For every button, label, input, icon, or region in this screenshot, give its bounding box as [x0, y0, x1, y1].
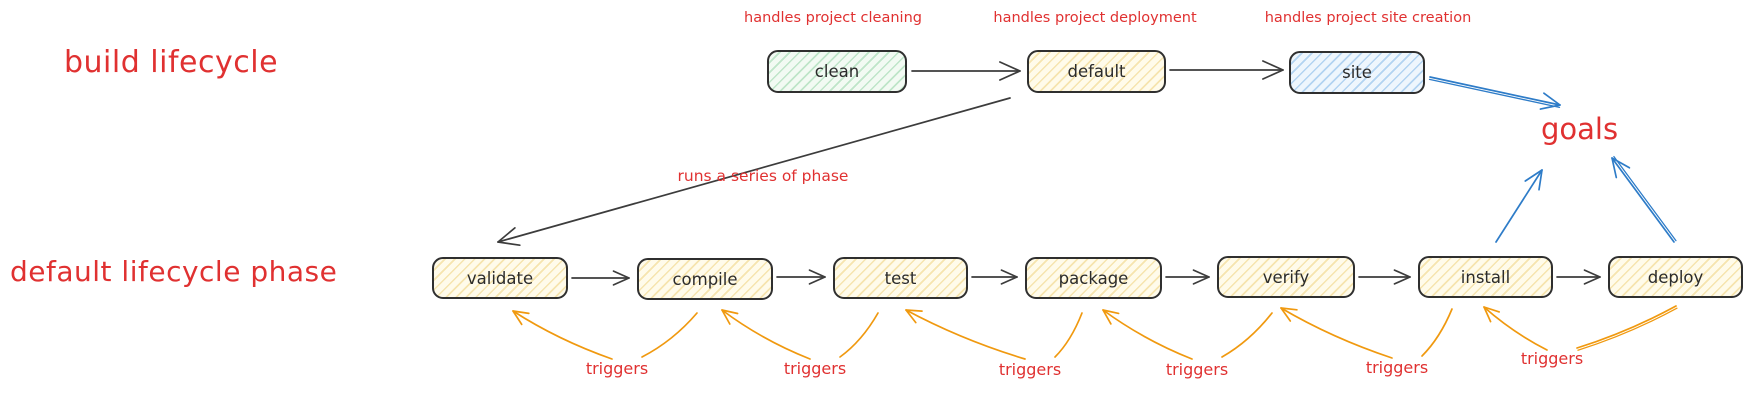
triggers-label-2: triggers	[783, 359, 847, 378]
phase-test-label: test	[884, 268, 917, 288]
node-default: default	[1027, 50, 1166, 93]
node-clean-label: clean	[814, 62, 860, 81]
phase-install-label: install	[1460, 267, 1511, 287]
node-site: site	[1289, 51, 1425, 94]
phase-compile-label: compile	[672, 269, 738, 289]
annotation-clean: handles project cleaning	[744, 10, 922, 26]
triggers-label-6: triggers	[1520, 349, 1584, 368]
phase-package: package	[1025, 257, 1162, 299]
build-lifecycle-title: build lifecycle	[64, 45, 279, 80]
phase-deploy-label: deploy	[1647, 267, 1704, 287]
triggers-label-3: triggers	[998, 360, 1062, 379]
phase-compile: compile	[637, 258, 773, 300]
triggers-label-4: triggers	[1165, 360, 1229, 379]
annotation-default: handles project deployment	[993, 10, 1197, 26]
goals-label: goals	[1541, 112, 1619, 146]
phase-verify: verify	[1217, 256, 1355, 298]
phase-verify-label: verify	[1262, 267, 1310, 287]
runs-series-label: runs a series of phase	[677, 167, 849, 185]
node-default-label: default	[1067, 62, 1126, 81]
phase-deploy: deploy	[1608, 256, 1743, 298]
default-lifecycle-title: default lifecycle phase	[10, 255, 338, 288]
node-site-label: site	[1342, 63, 1372, 82]
phase-package-label: package	[1058, 268, 1129, 288]
triggers-label-5: triggers	[1365, 358, 1429, 377]
annotation-site: handles project site creation	[1264, 10, 1472, 26]
triggers-label-1: triggers	[585, 359, 649, 378]
phase-validate: validate	[432, 257, 568, 299]
node-clean: clean	[767, 50, 907, 93]
phase-install: install	[1418, 256, 1553, 298]
phase-test: test	[833, 257, 968, 299]
phase-validate-label: validate	[466, 268, 534, 288]
